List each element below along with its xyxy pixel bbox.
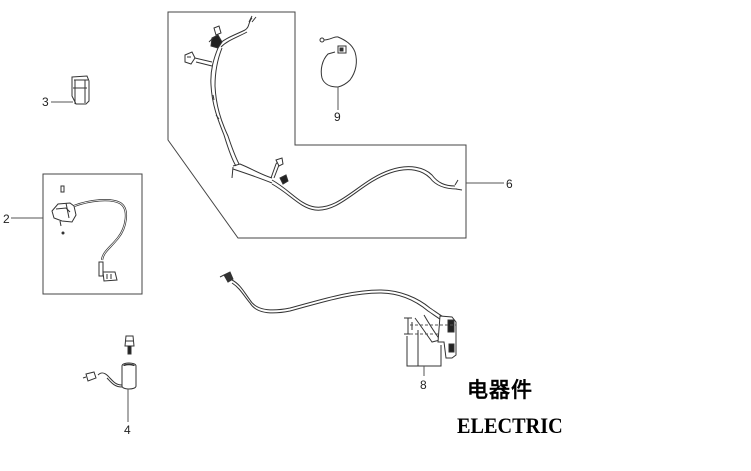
part-3-relay[interactable] xyxy=(71,75,90,105)
callout-3[interactable]: 3 xyxy=(42,95,49,109)
section-title-chinese: 电器件 xyxy=(467,378,533,402)
section-title-english: ELECTRIC xyxy=(457,413,563,438)
callout-9[interactable]: 9 xyxy=(334,110,341,124)
part-8-throttle-assembly[interactable] xyxy=(219,271,457,367)
callout-6[interactable]: 6 xyxy=(506,177,513,191)
part-4-ignition-coil[interactable] xyxy=(82,335,137,390)
part-2-switch-assembly[interactable] xyxy=(51,185,127,282)
callout-4[interactable]: 4 xyxy=(124,423,131,437)
part-6-frame xyxy=(167,11,467,239)
callout-8[interactable]: 8 xyxy=(420,378,427,392)
callout-2[interactable]: 2 xyxy=(3,212,10,226)
part-9-coiled-wire[interactable] xyxy=(319,36,357,88)
part-2-frame xyxy=(42,173,143,295)
part-6-wiring-harness[interactable] xyxy=(184,15,463,211)
